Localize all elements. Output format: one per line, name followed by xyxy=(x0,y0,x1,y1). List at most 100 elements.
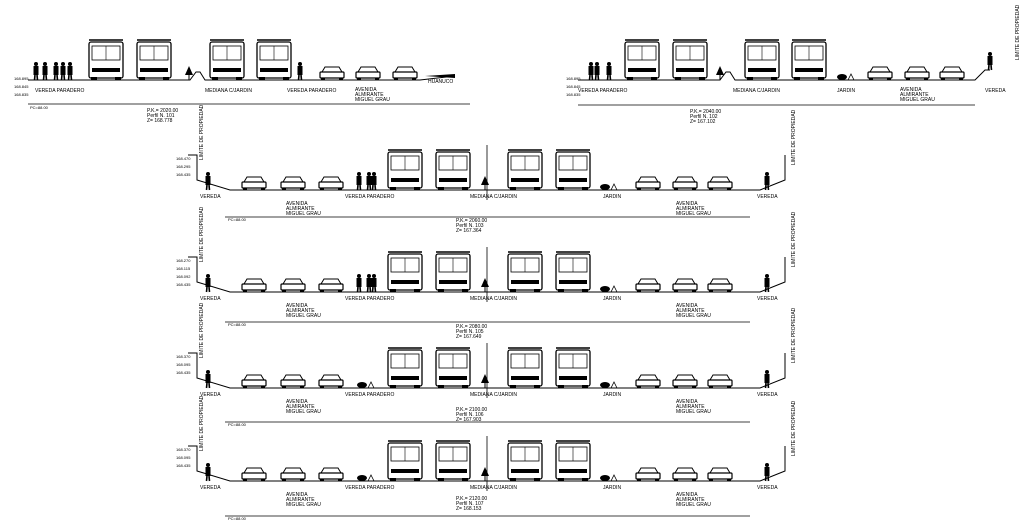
sidewalk-label: VEREDA xyxy=(200,485,221,491)
elevation-label: 168.115 xyxy=(176,266,191,271)
car-icon xyxy=(672,467,698,481)
avenue-label: ALMIRANTE xyxy=(676,308,705,314)
sidewalk-label: VEREDA xyxy=(200,392,221,398)
car-icon xyxy=(318,176,344,190)
avenue-label: MIGUEL GRAU xyxy=(286,409,321,415)
property-limit-label: LIMITE DE PROPIEDAD xyxy=(199,302,205,358)
z-label: Z= 167.649 xyxy=(456,334,482,340)
elevation-label: 168.370 xyxy=(176,354,191,359)
car-icon xyxy=(939,66,965,80)
median-label: MEDIANA C/JARDIN xyxy=(733,88,780,94)
car-icon xyxy=(635,374,661,388)
avenue-label: ALMIRANTE xyxy=(286,206,315,212)
pk-label: P.K.= 2080.00 xyxy=(456,324,487,330)
bus-icon xyxy=(435,149,471,190)
car-icon xyxy=(635,278,661,292)
datum-label: PC=88.00 xyxy=(30,105,49,110)
sidewalk-label: VEREDA PARADERO xyxy=(287,88,336,94)
elevation-label: 168.095 xyxy=(176,362,191,367)
person-icon xyxy=(606,62,612,81)
z-label: Z= 168.153 xyxy=(456,506,482,512)
sidewalk-label: VEREDA xyxy=(757,485,778,491)
property-limit-label: LIMITE DE PROPIEDAD xyxy=(199,206,205,262)
car-icon xyxy=(707,176,733,190)
ground-profile xyxy=(188,445,786,482)
ground-profile xyxy=(28,71,456,81)
bus-icon xyxy=(791,39,827,80)
car-icon xyxy=(319,66,345,80)
ground-profile xyxy=(578,69,990,81)
property-limit-label: LIMITE DE PROPIEDAD xyxy=(1015,4,1021,60)
elevation-label: 168.435 xyxy=(176,370,191,375)
elevation-label: 168.435 xyxy=(176,172,191,177)
bus-icon xyxy=(555,440,591,481)
z-label: Z= 168.778 xyxy=(147,118,173,124)
sidewalk-label: VEREDA xyxy=(757,392,778,398)
median-label: MEDIANA C/JARDIN xyxy=(205,88,252,94)
avenue-label: ALMIRANTE xyxy=(355,92,384,98)
avenue-label: MIGUEL GRAU xyxy=(900,97,935,103)
shrub-icon xyxy=(357,381,375,389)
car-icon xyxy=(635,467,661,481)
person-icon xyxy=(53,62,59,81)
car-icon xyxy=(707,374,733,388)
car-icon xyxy=(707,467,733,481)
car-icon xyxy=(904,66,930,80)
elevation-label: 168.895 xyxy=(566,76,581,81)
person-icon xyxy=(297,62,303,81)
sidewalk-label: VEREDA PARADERO xyxy=(345,392,394,398)
sidewalk-label: VEREDA xyxy=(200,296,221,302)
ground-profile xyxy=(188,154,786,191)
property-limit-label: LIMITE DE PROPIEDAD xyxy=(199,395,205,451)
car-icon xyxy=(355,66,381,80)
person-icon xyxy=(205,370,211,389)
person-icon xyxy=(356,172,362,191)
median-label: MEDIANA C/JARDIN xyxy=(470,194,517,200)
bus-icon xyxy=(555,149,591,190)
person-icon xyxy=(205,463,211,482)
profile-label: Perfil N. 107 xyxy=(456,501,484,507)
elevation-label: 168.845 xyxy=(14,84,29,89)
avenue-label: MIGUEL GRAU xyxy=(286,502,321,508)
elevation-label: 168.370 xyxy=(176,447,191,452)
datum-label: PC=88.00 xyxy=(228,217,247,222)
tree-icon xyxy=(716,66,724,80)
person-icon xyxy=(33,62,39,81)
car-icon xyxy=(318,374,344,388)
elevation-label: 168.435 xyxy=(176,282,191,287)
property-limit-label: LIMITE DE PROPIEDAD xyxy=(791,400,797,456)
person-icon xyxy=(764,274,770,293)
avenue-label: MIGUEL GRAU xyxy=(355,97,390,103)
person-icon xyxy=(594,62,600,81)
sidewalk-label: VEREDA xyxy=(757,296,778,302)
z-label: Z= 167.364 xyxy=(456,228,482,234)
bus-icon xyxy=(435,251,471,292)
bus-icon xyxy=(507,149,543,190)
elevation-label: 168.092 xyxy=(176,274,191,279)
profile-label: Perfil N. 105 xyxy=(456,329,484,335)
avenue-label: MIGUEL GRAU xyxy=(676,313,711,319)
car-icon xyxy=(280,278,306,292)
car-icon xyxy=(672,278,698,292)
median-label: MEDIANA C/JARDIN xyxy=(470,485,517,491)
garden-label: JARDIN xyxy=(603,485,621,491)
datum-label: PC=88.00 xyxy=(228,322,247,327)
garden-label: JARDIN xyxy=(837,88,855,94)
garden-label: JARDIN xyxy=(603,296,621,302)
pk-label: P.K.= 2120.00 xyxy=(456,496,487,502)
bus-icon xyxy=(387,251,423,292)
pk-label: P.K.= 2020.00 xyxy=(147,108,178,114)
bus-icon xyxy=(507,251,543,292)
sidewalk-label: VEREDA PARADERO xyxy=(345,485,394,491)
car-icon xyxy=(280,374,306,388)
bus-icon xyxy=(88,39,124,80)
median-label: MEDIANA C/JARDIN xyxy=(470,296,517,302)
property-limit-label: LIMITE DE PROPIEDAD xyxy=(791,307,797,363)
avenue-label: AVENIDA xyxy=(676,303,698,309)
person-icon xyxy=(371,274,377,293)
sidewalk-label: VEREDA PARADERO xyxy=(345,194,394,200)
profile-label: Perfil N. 106 xyxy=(456,412,484,418)
